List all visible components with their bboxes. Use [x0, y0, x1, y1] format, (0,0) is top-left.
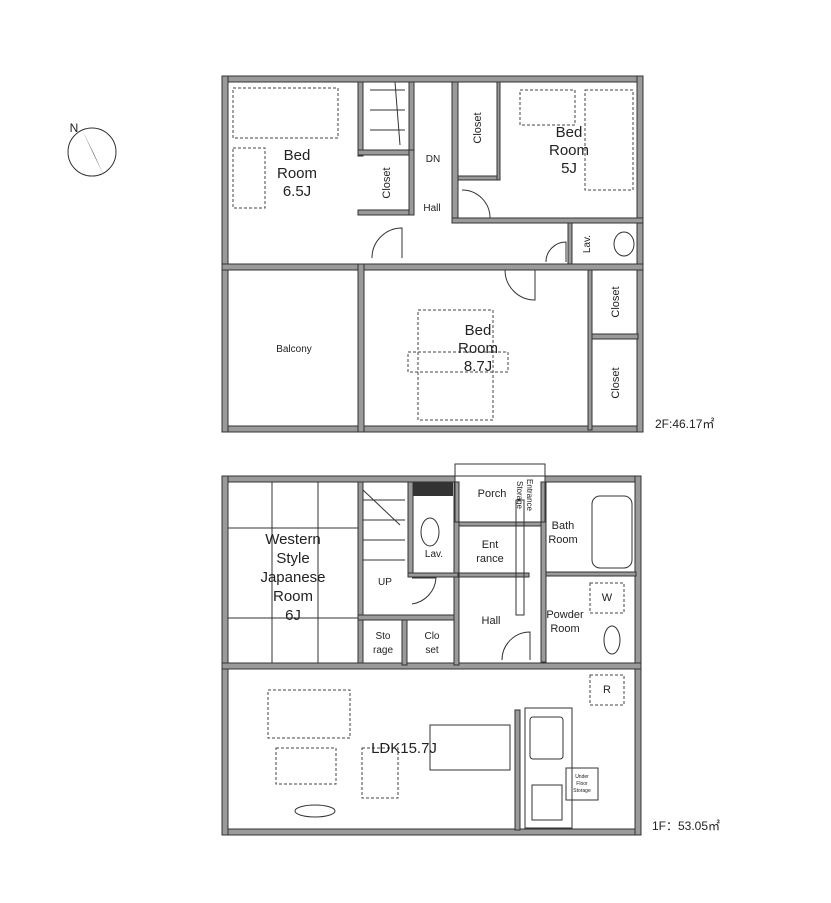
floor-1-area: 1F：53.05㎡	[652, 819, 720, 833]
room-label-porch: Porch	[478, 488, 507, 500]
up-label: UP	[378, 577, 392, 588]
floor-2-area: 2F:46.17㎡	[655, 417, 714, 431]
down-label: DN	[426, 154, 440, 165]
room-label-balcony: Balcony	[276, 344, 312, 355]
washer-label: W	[602, 592, 613, 604]
stairs-1f	[362, 489, 405, 561]
compass-label: N	[70, 121, 79, 135]
lav-label: Lav.	[582, 235, 593, 253]
closet-label: Closet	[610, 367, 622, 398]
closet-label: Closet	[610, 286, 622, 317]
compass-icon: N	[67, 121, 117, 177]
closet-label: Closet	[381, 167, 393, 198]
hall-label: Hall	[423, 203, 440, 214]
lav-label: Lav.	[425, 549, 443, 560]
room-label-entrance-storage: EntranceStorage	[515, 479, 534, 512]
hall-label: Hall	[482, 615, 501, 627]
refrigerator-label: R	[603, 684, 611, 696]
room-label-ldk: LDK15.7J	[371, 740, 437, 757]
closet-label: Closet	[472, 112, 484, 143]
stairs-2f	[370, 81, 405, 146]
